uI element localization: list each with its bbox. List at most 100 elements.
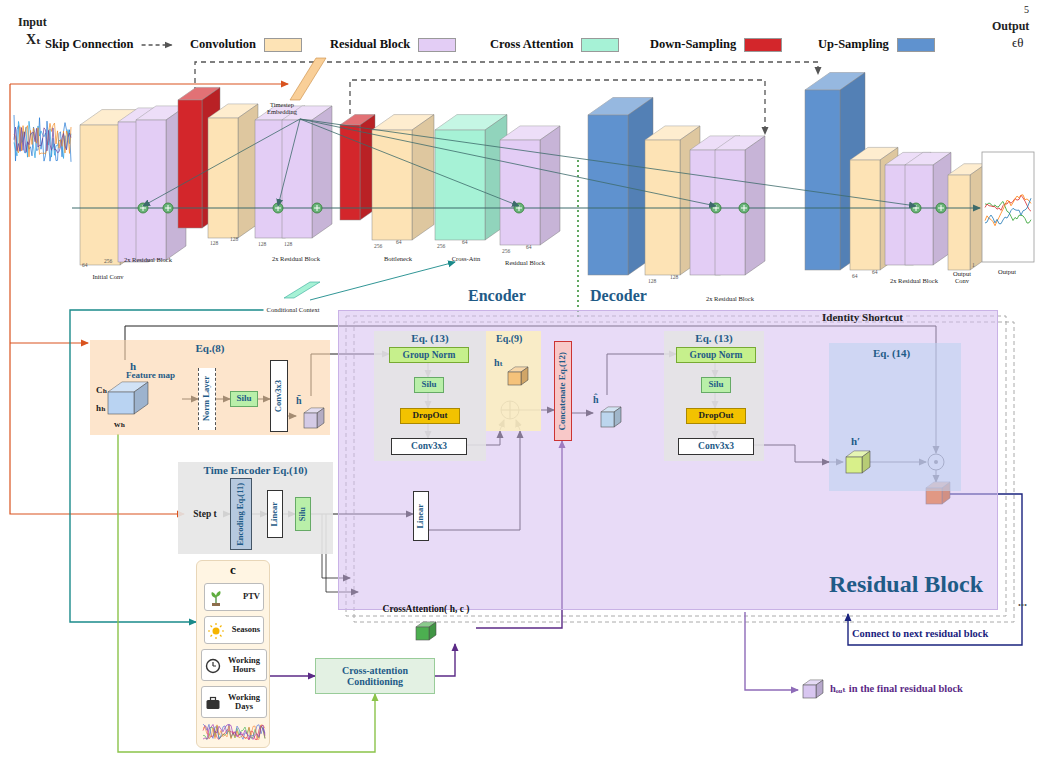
node-figure (205, 694, 221, 712)
annotation: 5 (1024, 4, 1029, 15)
dimension-label: 128 (284, 241, 292, 247)
node-text: 2x Residual Block (272, 255, 320, 262)
drawn-rect (304, 413, 317, 428)
encoding-box: Encoding Eq.(11) (230, 478, 252, 550)
node-text: Initial Conv (92, 273, 123, 280)
encoder-decoder-divider (577, 160, 579, 318)
node-text: Silu (298, 507, 307, 521)
equation-panel: Eq. (13)Group NormSiluDropOutConv3x3 (664, 331, 764, 461)
drawn-rect (416, 627, 429, 640)
node-text: Linear (416, 504, 425, 529)
add-node (911, 203, 921, 213)
annotation: Encoder (468, 287, 526, 305)
drawn-rect (905, 165, 933, 265)
annotation: Xₜ (26, 32, 41, 47)
block-slab (208, 104, 258, 238)
drawn-polygon (540, 126, 560, 245)
activation-box: Silu (230, 391, 258, 407)
dimension-label: 64 (82, 262, 88, 268)
drawn-polygon (429, 622, 436, 640)
annotation: Connect to next residual block (852, 628, 988, 640)
node-text: Cross-Attn (452, 255, 481, 262)
condition-item: Seasons (204, 616, 264, 644)
input-line (10, 342, 88, 343)
drawn-rect (803, 685, 816, 698)
dimension-label: 64 (462, 239, 468, 245)
block-label: Initial Conv (80, 212, 136, 280)
output-series (985, 195, 1031, 226)
node-text: Residual Block (505, 259, 545, 266)
tensor-cube (508, 367, 528, 385)
equation-panel: Eq.(9)hₜ (486, 331, 541, 431)
dropout-box: DropOut (400, 408, 460, 424)
connector (278, 119, 300, 206)
dimension-label: 256 (374, 243, 382, 249)
drawn-polygon (412, 115, 434, 240)
drawn-rect (601, 412, 614, 427)
node-figure (846, 451, 870, 473)
input-waveform (14, 115, 71, 162)
node-text: 2x Residual Block (706, 295, 754, 302)
node-text: Eq. (13) (695, 332, 732, 344)
annotation: hₒᵤₜ in the final residual block (830, 683, 963, 695)
block-label: Bottleneck (372, 206, 424, 262)
block-slab (118, 108, 168, 262)
node-figure (108, 382, 148, 414)
node-text: Bottleneck (384, 255, 412, 262)
drawn-polygon (317, 408, 324, 428)
drawn-polygon (816, 680, 823, 698)
annotation: ... (1018, 596, 1027, 609)
node-text: DropOut (699, 411, 734, 421)
node-text: Working Hours (225, 656, 263, 675)
legend-swatch (744, 38, 782, 52)
node-text: hₕ (96, 404, 106, 414)
dimension-label: 128 (230, 236, 238, 242)
final-output-line (745, 612, 798, 690)
drawn-polygon (312, 106, 332, 238)
block-slab (905, 152, 951, 265)
drawn-polygon (412, 115, 434, 240)
node-text: Eq. (14) (873, 347, 910, 359)
embedding-label: Timestep Embedding (254, 97, 310, 119)
node-figure (601, 407, 621, 427)
block-label: Residual Block (500, 206, 550, 266)
legend-label: Up-Sampling (818, 38, 889, 52)
drawn-polygon (134, 382, 148, 414)
input-line (10, 83, 288, 84)
node-text: Conv3x3 (274, 380, 283, 412)
block-label: 2x Residual Block (255, 206, 337, 262)
node-text: PTV (243, 592, 260, 601)
legend-sample (142, 44, 172, 45)
feature-map: hFeature mapCₕhₕwₕ (96, 360, 182, 434)
input-waveform (14, 127, 71, 153)
connector (310, 262, 455, 300)
legend-label: Convolution (190, 38, 256, 52)
node-text: 2x Residual Block (124, 256, 172, 263)
wire (168, 205, 169, 211)
drawn-polygon (317, 408, 324, 428)
activation-box: Silu (414, 377, 444, 393)
node-text: Seasons (232, 625, 260, 634)
dimension-label: 64 (526, 244, 532, 250)
node-text: Eq.(8) (195, 342, 224, 354)
drawn-polygon (521, 367, 528, 385)
tensor: h̄ (296, 396, 326, 432)
connector (300, 119, 716, 206)
drawn-rect (948, 175, 970, 270)
node-figure (208, 622, 224, 640)
dimension-label: 256 (437, 243, 445, 249)
tensor-cube (108, 382, 148, 414)
attention-output: CrossAttention( h, c ) (376, 604, 476, 644)
tensor-cube (601, 407, 621, 427)
tensor: ĥ (593, 395, 623, 431)
conv-box: Conv3x3 (270, 360, 288, 432)
activation-box: Silu (295, 497, 311, 531)
drawn-polygon (521, 367, 528, 385)
node-text: Norm Layer (202, 376, 211, 421)
drawn-rect (255, 120, 285, 238)
drawn-rect (108, 392, 134, 414)
node-figure (508, 367, 528, 385)
drawn-rect (282, 120, 312, 238)
block-label: 2x Residual Block (690, 206, 770, 302)
drawn-polygon (312, 106, 332, 238)
